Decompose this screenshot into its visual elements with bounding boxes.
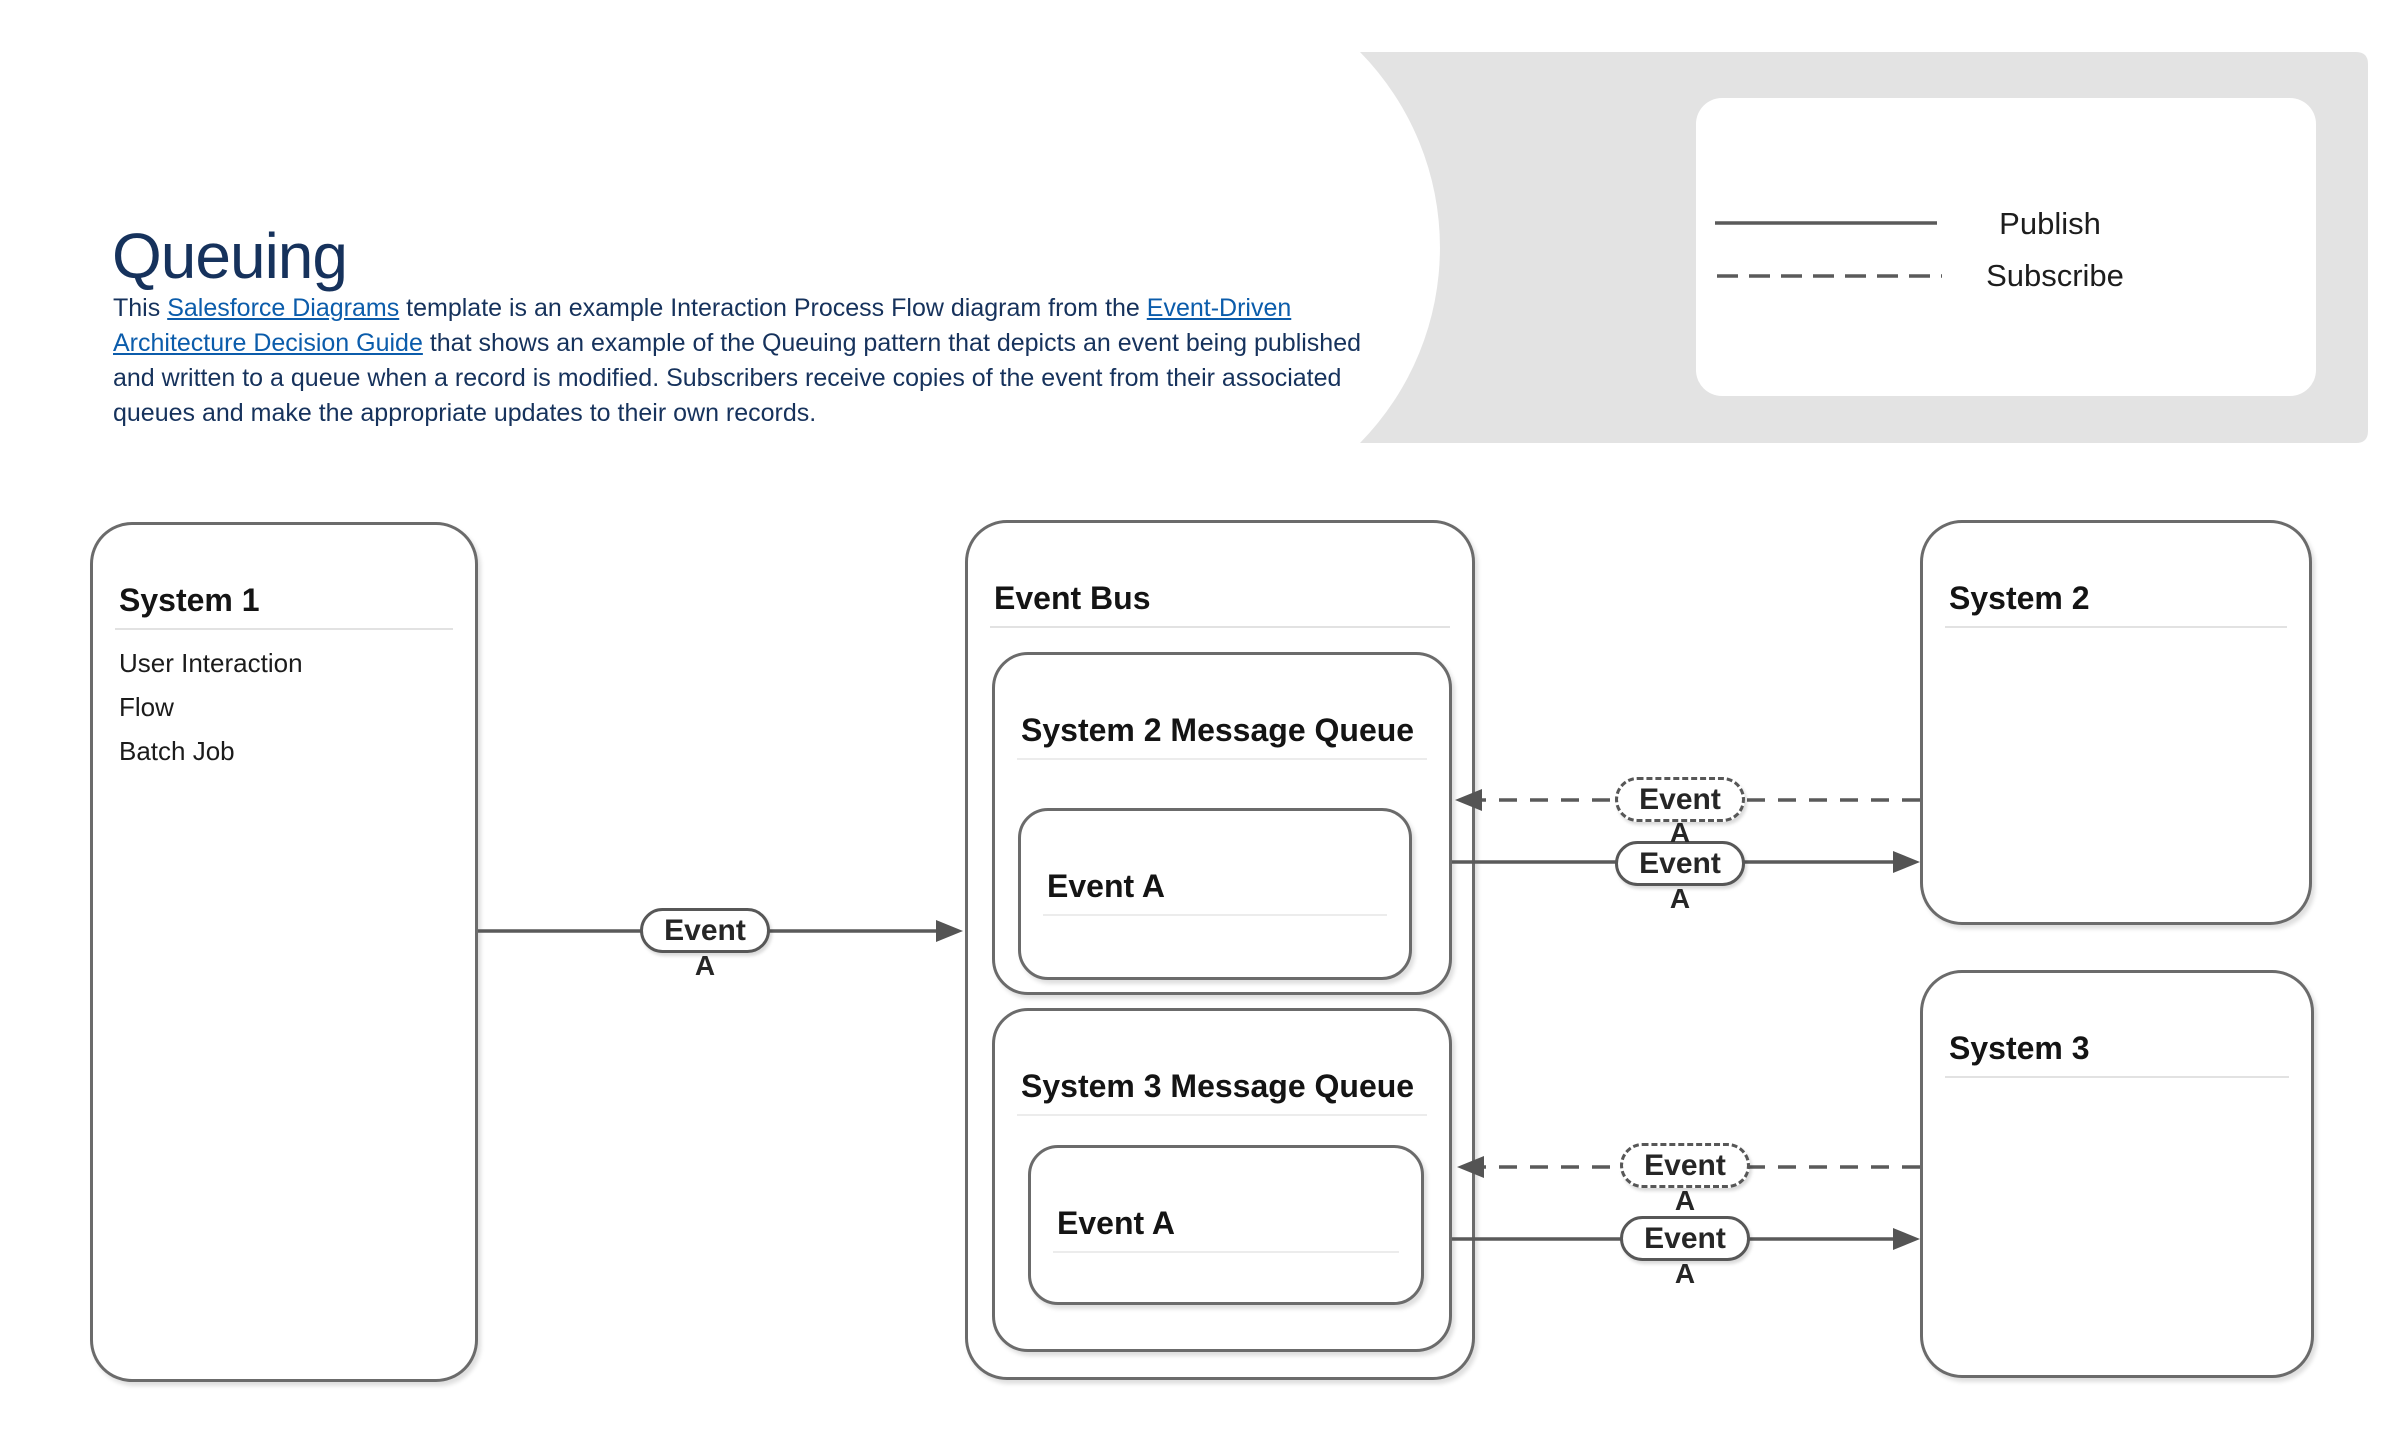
event-a-title: Event A [1057,1205,1175,1241]
event-bus-title: Event Bus [994,580,1151,616]
page-title: Queuing [112,219,348,292]
event-pill-publish-system3: Event [1620,1216,1750,1261]
event-pill-sub-publish-system2: A [1669,883,1691,914]
divider [1945,626,2287,628]
event-pill-subscribe-system3: Event [1620,1143,1750,1188]
legend-publish-label: Publish [1999,206,2101,241]
system3-title: System 3 [1949,1030,2090,1066]
legend-subscribe-label: Subscribe [1986,258,2124,293]
system3-box: System 3 [1920,970,2314,1378]
divider [115,628,453,630]
event-driven-architecture-guide-link[interactable]: Event-Driven Architecture Decision Guide [113,294,1292,357]
system1-box: System 1 User Interaction Flow Batch Job [90,522,478,1382]
event-a-box-queue3: Event A [1028,1145,1424,1305]
system1-title: System 1 [119,582,260,618]
divider [1945,1076,2289,1078]
system2-message-queue-title: System 2 Message Queue [1021,712,1415,748]
divider [1053,1251,1399,1253]
salesforce-diagrams-link[interactable]: Salesforce Diagrams [167,294,400,322]
divider [1043,914,1387,916]
event-pill-sub-publish-system1: A [694,950,716,981]
event-pill-sub-subscribe-system3: A [1674,1185,1696,1216]
event-pill-sub-subscribe-system2: A [1669,817,1691,848]
system3-message-queue-title: System 3 Message Queue [1021,1068,1415,1104]
intro-text-segment: that shows an example of the Queuing pat… [113,329,1362,427]
event-pill-publish-system1: Event [640,908,770,953]
legend-card [1696,98,2316,396]
list-item: User Interaction [119,648,303,678]
event-pill-subscribe-system2: Event [1615,777,1745,822]
divider [1017,1114,1427,1116]
list-item: Flow [119,692,174,722]
system1-items: User Interaction Flow Batch Job [119,649,303,781]
list-item: Batch Job [119,736,235,766]
event-pill-sub-publish-system3: A [1674,1258,1696,1289]
intro-text-segment: This [113,294,168,322]
event-a-title: Event A [1047,868,1165,904]
system2-title: System 2 [1949,580,2090,616]
intro-text-segment: template is an example Interaction Proce… [399,294,1147,322]
intro-paragraph: This Salesforce Diagrams template is an … [113,291,1388,431]
system2-box: System 2 [1920,520,2312,925]
event-a-box-queue2: Event A [1018,808,1412,980]
divider [990,626,1450,628]
divider [1017,758,1427,760]
